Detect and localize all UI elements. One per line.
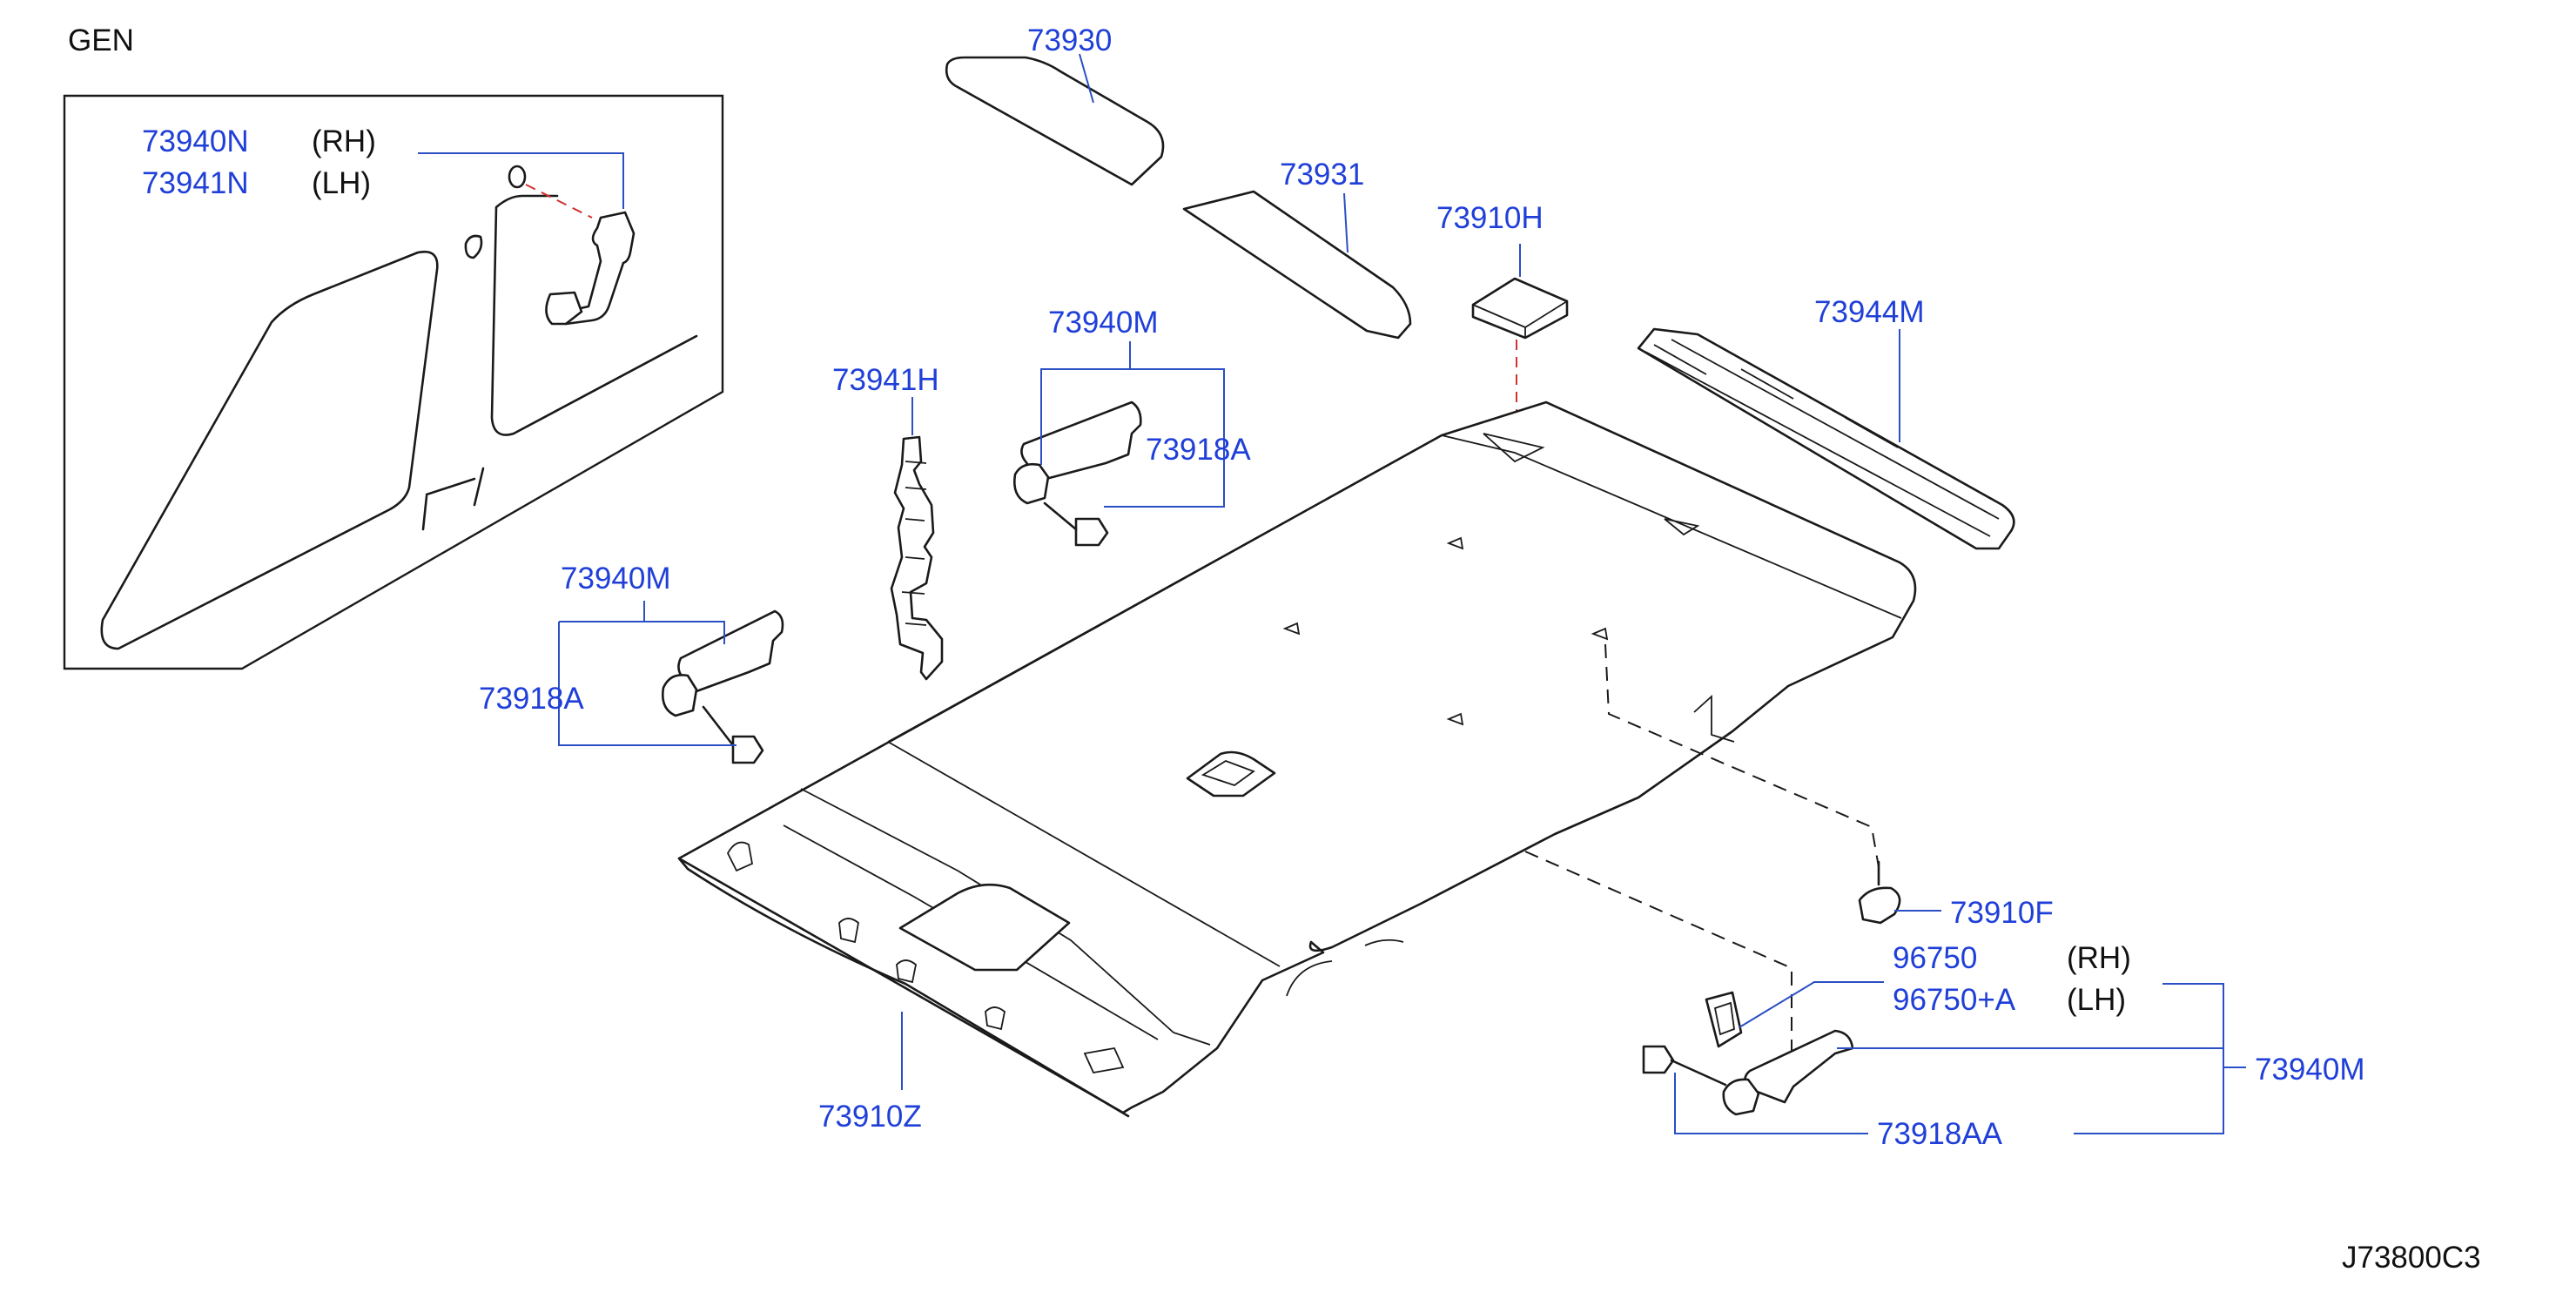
quarter-window-outline	[100, 250, 439, 650]
right-grip-body	[1744, 1029, 1854, 1104]
part-96750: 96750 (RH) 96750+A (LH)	[1705, 941, 2131, 1048]
headliner-pad-patch	[1483, 433, 1545, 463]
inset-rh-part: 73940N	[142, 124, 249, 158]
callout-73910F: 73910F	[1950, 896, 2054, 930]
left-screw-head	[731, 735, 764, 764]
left-screw-shank	[702, 705, 735, 747]
part-73910H: 73910H	[1436, 201, 1569, 435]
callout-96750A-lh: (LH)	[2067, 983, 2126, 1017]
inset-rh-side: (RH)	[312, 124, 376, 158]
headliner-dome-light-opening	[1186, 750, 1276, 797]
headliner-inner-crease	[800, 788, 1211, 1046]
callout-73944M: 73944M	[1814, 295, 1924, 329]
variant-label: GEN	[68, 24, 134, 57]
diagram-code: J73800C3	[2342, 1241, 2481, 1275]
right-grip-end	[1722, 1078, 1760, 1116]
hidden-line-73910F	[1604, 643, 1880, 868]
inset-panel: 73940N (RH) 73941N (LH)	[63, 94, 724, 670]
clip-hole	[508, 165, 527, 189]
part-73910F: 73910F	[1858, 860, 2054, 930]
headliner-dome-light-inner	[1201, 760, 1255, 787]
leader-right-grip	[1674, 983, 2246, 1134]
part-73941H-ribs	[901, 461, 927, 626]
part-96750-inner	[1713, 1001, 1735, 1036]
inset-hidden-line	[525, 184, 593, 219]
hidden-line-73940M	[1524, 851, 1792, 1085]
leader-left-grip	[558, 601, 736, 746]
headliner-edge-details	[1286, 694, 1735, 997]
leader-73930	[1079, 53, 1094, 104]
callout-96750-rh: (RH)	[2067, 941, 2131, 975]
callout-73931: 73931	[1280, 158, 1364, 192]
part-73910F-shape	[1858, 886, 1901, 925]
part-73931-shape	[1182, 190, 1412, 340]
leader-96750	[1739, 981, 1884, 1028]
center-grip-body	[1020, 400, 1142, 482]
leader-73931	[1343, 192, 1349, 253]
headliner-slot	[1664, 518, 1700, 536]
center-grip-end	[1013, 462, 1050, 505]
left-grip-body	[677, 609, 784, 693]
right-screw-head	[1642, 1045, 1675, 1074]
inset-lh-side: (LH)	[312, 166, 371, 200]
callout-73918A-center: 73918A	[1146, 433, 1251, 467]
door-opening-outline	[490, 194, 698, 436]
center-assist-grip-group: 73940M 73918A	[1013, 306, 1251, 547]
callout-96750A: 96750+A	[1893, 983, 2016, 1017]
left-assist-grip-group: 73940M 73918A	[479, 562, 784, 764]
inset-leader	[418, 152, 624, 209]
headliner-rear-crease	[887, 741, 1281, 967]
part-73910H-edges	[1472, 300, 1568, 338]
right-assist-grip-group: 73940M 73918AA	[1642, 983, 2364, 1151]
part-73930: 73930	[945, 24, 1165, 186]
part-73930-shape	[945, 56, 1165, 186]
center-screw-shank	[1043, 501, 1078, 531]
headliner-front-pad	[898, 883, 1071, 972]
headliner-front-edge	[677, 857, 1130, 1118]
leader-center-grip	[1040, 341, 1225, 508]
callout-73918AA: 73918AA	[1877, 1117, 2003, 1151]
callout-73918A-left: 73918A	[479, 682, 584, 716]
part-73931: 73931	[1182, 158, 1412, 340]
headliner-clip-marks	[1282, 536, 1609, 726]
callout-73940M-left: 73940M	[561, 562, 670, 596]
part-73910H-shape	[1471, 277, 1569, 340]
callout-73941H: 73941H	[832, 363, 939, 397]
part-73944M-ridges	[1644, 339, 2000, 537]
headliner-inner-crease-2	[783, 824, 1159, 1040]
left-grip-end	[662, 674, 698, 717]
headliner-crease-lines	[887, 434, 1902, 743]
inset-grip-end	[545, 291, 583, 326]
part-73944M-shape	[1637, 327, 2015, 550]
callout-73930: 73930	[1027, 24, 1112, 57]
callout-73910Z: 73910Z	[818, 1100, 922, 1134]
inset-lh-part: 73941N	[142, 166, 249, 200]
callout-73910H: 73910H	[1436, 201, 1544, 235]
callout-96750: 96750	[1893, 941, 1977, 975]
pillar-hole	[464, 234, 483, 259]
part-96750-shape	[1705, 991, 1743, 1048]
center-screw-head	[1074, 517, 1109, 547]
headliner-front-cutouts	[726, 841, 1125, 1074]
right-screw-shank	[1670, 1059, 1727, 1087]
part-73941H: 73941H	[832, 363, 944, 681]
part-73910Z-headliner: 73910Z	[677, 400, 1917, 1134]
pillar-edge	[421, 467, 485, 531]
inset-frame	[63, 94, 724, 670]
callout-73940M-center: 73940M	[1048, 306, 1158, 340]
inset-assist-grip	[555, 211, 636, 326]
part-73944M: 73944M	[1637, 295, 2015, 550]
callout-73940M-right: 73940M	[2255, 1053, 2364, 1087]
